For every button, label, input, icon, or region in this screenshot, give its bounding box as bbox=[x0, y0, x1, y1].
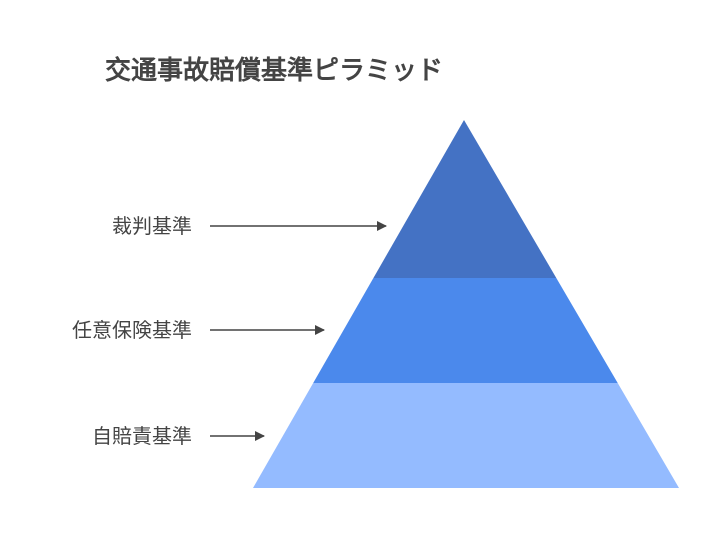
label-court-standard: 裁判基準 bbox=[112, 214, 192, 238]
diagram-title: 交通事故賠償基準ピラミッド bbox=[105, 56, 444, 86]
label-voluntary-insurance-standard: 任意保険基準 bbox=[72, 318, 192, 342]
label-compulsory-insurance-standard: 自賠責基準 bbox=[92, 424, 192, 448]
pyramid-level-middle bbox=[313, 278, 618, 383]
pyramid-level-top bbox=[373, 120, 557, 278]
pyramid-level-bottom bbox=[253, 383, 679, 488]
